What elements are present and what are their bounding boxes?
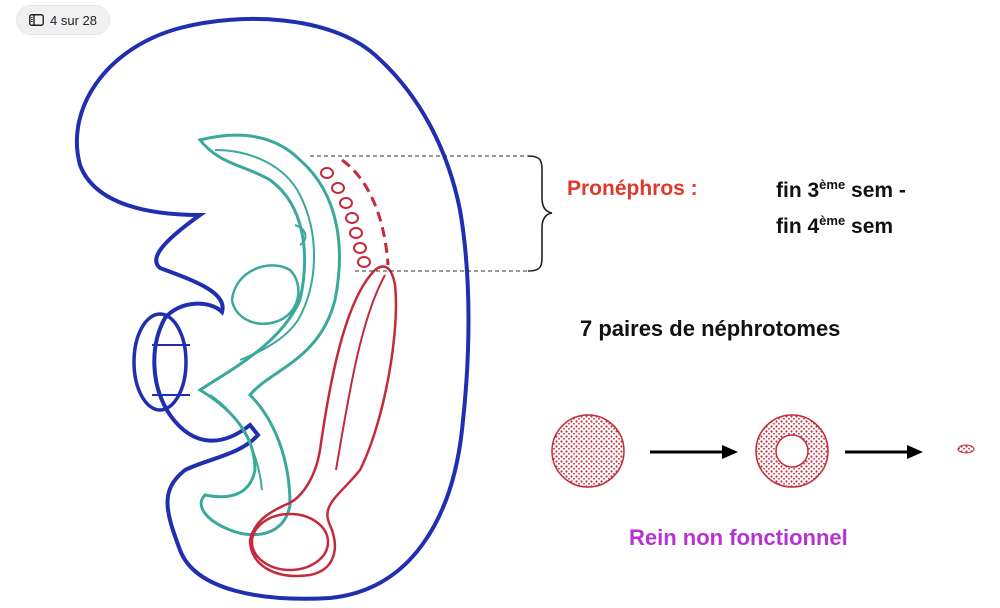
period-line-2-prefix: fin 4 (776, 215, 820, 238)
page-indicator-text: 4 sur 28 (50, 12, 97, 28)
period-line-1: fin 3ème sem - (776, 177, 906, 203)
neural-tube (197, 133, 341, 537)
sidebar-panel-icon[interactable] (29, 14, 44, 26)
period-line-2-suffix: sem (845, 215, 894, 238)
regression-caption: Rein non fonctionnel (629, 525, 848, 550)
nephrotome-series (320, 167, 371, 268)
period-line-1-suffix: sem - (845, 179, 906, 202)
curly-brace (527, 155, 553, 272)
period-line-2-sup: ème (819, 213, 846, 228)
period-line-2: fin 4ème sem (776, 213, 893, 239)
nephrotome-regressed (957, 444, 975, 454)
period-line-1-prefix: fin 3 (776, 179, 820, 202)
arrow-1 (650, 445, 738, 459)
nephrotome-solid (551, 414, 625, 488)
pronephros-label: Pronéphros : (567, 177, 698, 200)
arrow-2 (845, 445, 923, 459)
page-indicator-badge[interactable]: 4 sur 28 (17, 6, 109, 34)
nephrotomes-text: 7 paires de néphrotomes (580, 316, 841, 341)
period-line-1-sup: ème (819, 177, 846, 192)
pharynx-opening (132, 312, 188, 412)
nephric-duct (248, 265, 398, 578)
